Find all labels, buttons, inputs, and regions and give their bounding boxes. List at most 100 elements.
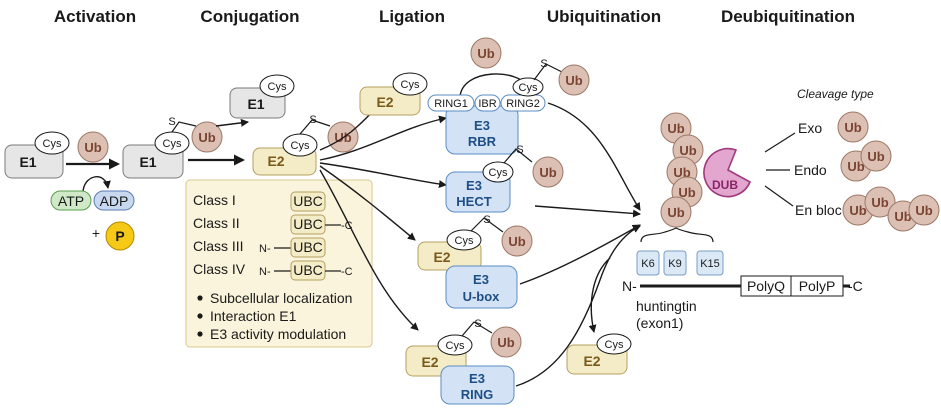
s-label: S — [474, 318, 481, 330]
e3-ubox-box — [445, 265, 518, 309]
ubc-domain-1 — [290, 191, 326, 212]
cys-label: Cys — [489, 167, 508, 179]
arrow-to-ring — [319, 169, 419, 331]
thioester-bond — [503, 148, 533, 164]
polyq-label: PolyQ — [747, 278, 785, 294]
n-terminus-label: N- — [259, 266, 271, 278]
ubc-domain-3 — [290, 237, 326, 258]
thioester-bond — [533, 63, 563, 81]
ubox-label: U-box — [463, 289, 501, 304]
dub-label: DUB — [712, 178, 738, 192]
header-ubiquitination: Ubiquitination — [547, 7, 661, 26]
arrow-ubox-to-substrate — [519, 224, 641, 285]
header-conjugation: Conjugation — [200, 7, 299, 26]
k9-label: K9 — [668, 258, 681, 270]
exo-label: Exo — [798, 120, 822, 136]
cys-label: Cys — [401, 79, 420, 91]
n-terminus-label: N- — [259, 243, 271, 255]
ub-label: Ub — [867, 149, 884, 164]
ub-label: Ub — [678, 185, 695, 200]
ub-label: Ub — [477, 46, 494, 61]
ring1-label: RING1 — [434, 98, 468, 110]
e3-label: E3 — [466, 178, 482, 193]
ub-label: Ub — [667, 205, 684, 220]
header-activation: Activation — [54, 7, 136, 26]
thioester-bond — [470, 217, 504, 233]
ubc-label: UBC — [293, 262, 323, 278]
cys-label: Cys — [43, 138, 62, 150]
ub-exo — [837, 111, 869, 143]
ibr-domain — [474, 94, 501, 112]
ubiquitin-rbr — [558, 64, 590, 96]
exo-branch — [764, 132, 796, 153]
c-terminus-label: -C — [341, 266, 353, 278]
cleavage-type-title: Cleavage type — [797, 87, 874, 101]
class-4-label: Class IV — [193, 261, 246, 277]
s-label: S — [516, 144, 523, 156]
cys-label: Cys — [519, 82, 538, 94]
ub-label: Ub — [497, 335, 514, 350]
enbloc-label: En bloc — [795, 202, 842, 218]
phosphate-circle — [105, 221, 135, 251]
ub-label: Ub — [673, 165, 690, 180]
ub-enbloc-2 — [864, 186, 896, 218]
rbr-label: RBR — [468, 134, 497, 149]
atp-hydrolysis-arrow — [82, 176, 111, 194]
arrow-hect-to-substrate — [534, 205, 641, 218]
bullet-dot — [197, 313, 203, 319]
adp-pill — [93, 190, 135, 211]
cys-label: Cys — [268, 81, 287, 93]
s-label: S — [540, 58, 547, 70]
hect-label: HECT — [456, 194, 491, 209]
class-3-label: Class III — [193, 238, 244, 254]
cys-e1-activation — [34, 131, 70, 155]
arrow-to-rbr — [319, 115, 447, 161]
exon1-label: (exon1) — [636, 315, 683, 331]
ub-chain-5 — [660, 196, 692, 228]
ub-label: Ub — [84, 140, 101, 155]
s-label: S — [168, 116, 175, 128]
cys-e2-rbr — [392, 72, 428, 96]
k15-label: K15 — [700, 258, 720, 270]
ub-label: Ub — [894, 209, 911, 224]
endo-label: Endo — [794, 162, 827, 178]
cys-hect — [482, 161, 514, 183]
e3-ring-box — [440, 365, 515, 405]
ub-label: Ub — [847, 159, 864, 174]
bullet-subcellular: Subcellular localization — [210, 290, 352, 306]
cys-label: Cys — [455, 235, 474, 247]
e3-label: E3 — [474, 118, 490, 133]
ring1-domain — [427, 94, 475, 112]
cys-label: Cys — [605, 339, 624, 351]
e1-label: E1 — [139, 154, 156, 170]
ubiquitin-rbr-transfer — [470, 37, 502, 69]
e2-label: E2 — [421, 354, 438, 370]
e3-label: E3 — [473, 272, 489, 287]
dub-enzyme — [703, 147, 752, 198]
class-1-label: Class I — [193, 192, 236, 208]
e1-label: E1 — [247, 96, 264, 112]
c-terminus-label: -C — [341, 220, 353, 232]
cys-label: Cys — [291, 140, 310, 152]
enbloc-branch — [764, 185, 794, 207]
ubiquitin-ring — [490, 326, 522, 358]
polyp-label: PolyP — [799, 278, 836, 294]
ub-label: Ub — [667, 121, 684, 136]
arrow-to-hect — [319, 162, 447, 188]
e2-label: E2 — [267, 153, 284, 169]
ub-label: Ub — [915, 203, 932, 218]
cys-e1-free — [259, 74, 295, 98]
ring2-label: RING2 — [506, 98, 540, 110]
e1-label: E1 — [19, 154, 36, 170]
phosphate-label: P — [115, 228, 124, 244]
arrow-to-ubox — [319, 165, 416, 241]
c-terminus-label: -C — [848, 278, 863, 294]
cys-e2-ring — [437, 334, 473, 356]
ub-label: Ub — [539, 165, 556, 180]
lysine-k9 — [663, 250, 687, 276]
thioester-bond — [299, 119, 331, 135]
cys-label: Cys — [163, 138, 182, 150]
bullet-e3-modulation: E3 activity modulation — [210, 326, 346, 342]
